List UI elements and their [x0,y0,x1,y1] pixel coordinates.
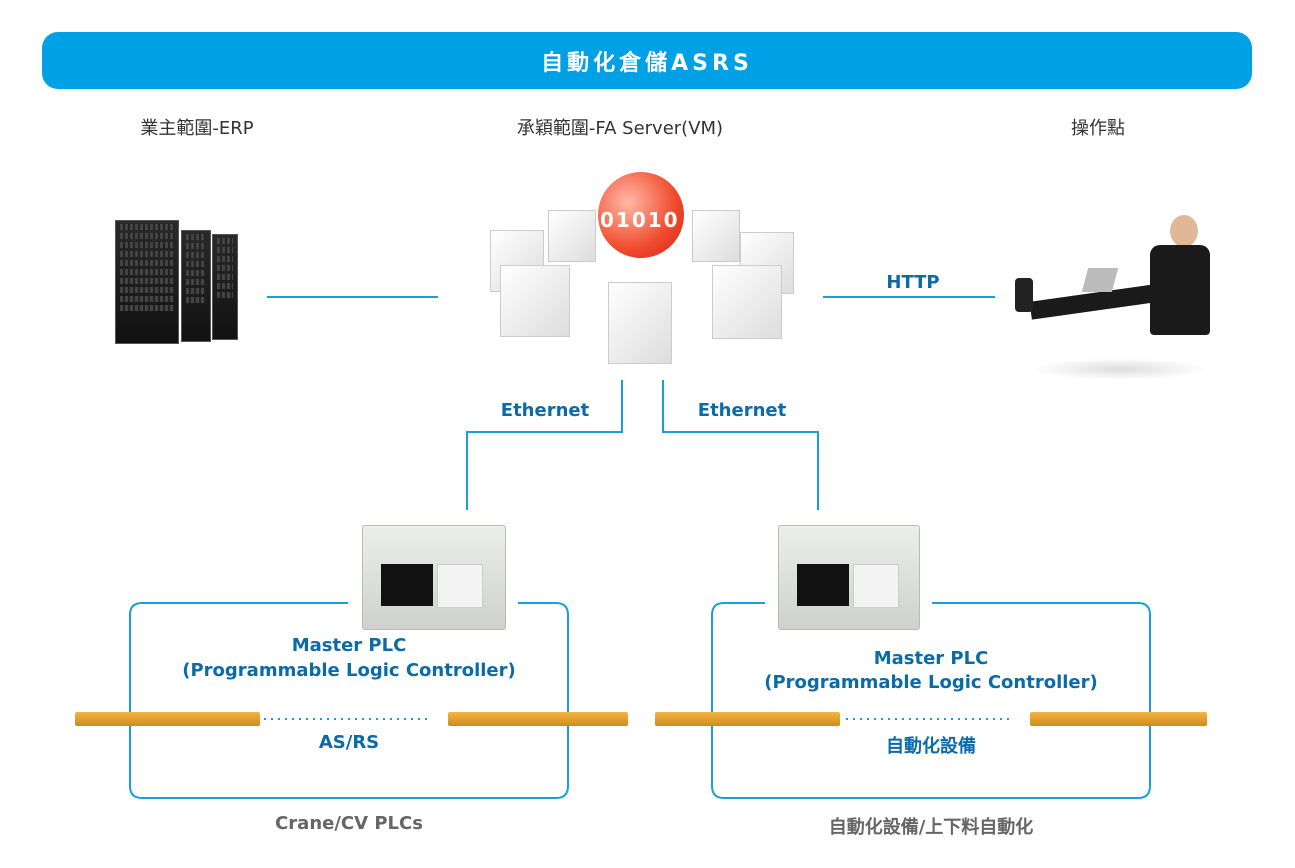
operator-header: 操作點 [1071,118,1125,139]
left-system-label: AS/RS [318,732,380,753]
right-system-label: 自動化設備 [886,736,976,757]
right-plc-title: Master PLC [873,648,989,669]
ethernet-right-label: Ethernet [697,400,787,421]
http-label: HTTP [886,272,940,293]
fa-server-header: 承穎範圍-FA Server(VM) [516,118,724,139]
left-plc-title: Master PLC [291,635,407,656]
ethernet-right-line [662,380,819,510]
crane-image [1030,712,1207,726]
binary-text: 01010 [600,208,680,232]
fa-server-cluster-image: 01010 [460,170,800,365]
crane-image [655,712,840,726]
erp-header: 業主範圍-ERP [140,118,254,139]
right-plc-subtitle: (Programmable Logic Controller) [764,672,1098,693]
left-caption: Crane/CV PLCs [275,813,423,834]
right-master-plc-image [778,525,920,630]
right-caption: 自動化設備/上下料自動化 [828,817,1034,838]
globe-icon [598,172,684,258]
crane-image [75,712,260,726]
left-plc-subtitle: (Programmable Logic Controller) [182,660,516,681]
right-group-box [711,602,1151,799]
title-banner: 自動化倉儲ASRS [42,32,1252,89]
erp-server-rack-image [115,220,238,344]
crane-image [448,712,628,726]
ethernet-left-label: Ethernet [500,400,590,421]
ethernet-left-line [466,380,623,510]
left-master-plc-image [362,525,506,630]
operator-person-image [1010,210,1220,385]
title: 自動化倉儲ASRS [541,50,753,76]
left-group-box [129,602,569,799]
